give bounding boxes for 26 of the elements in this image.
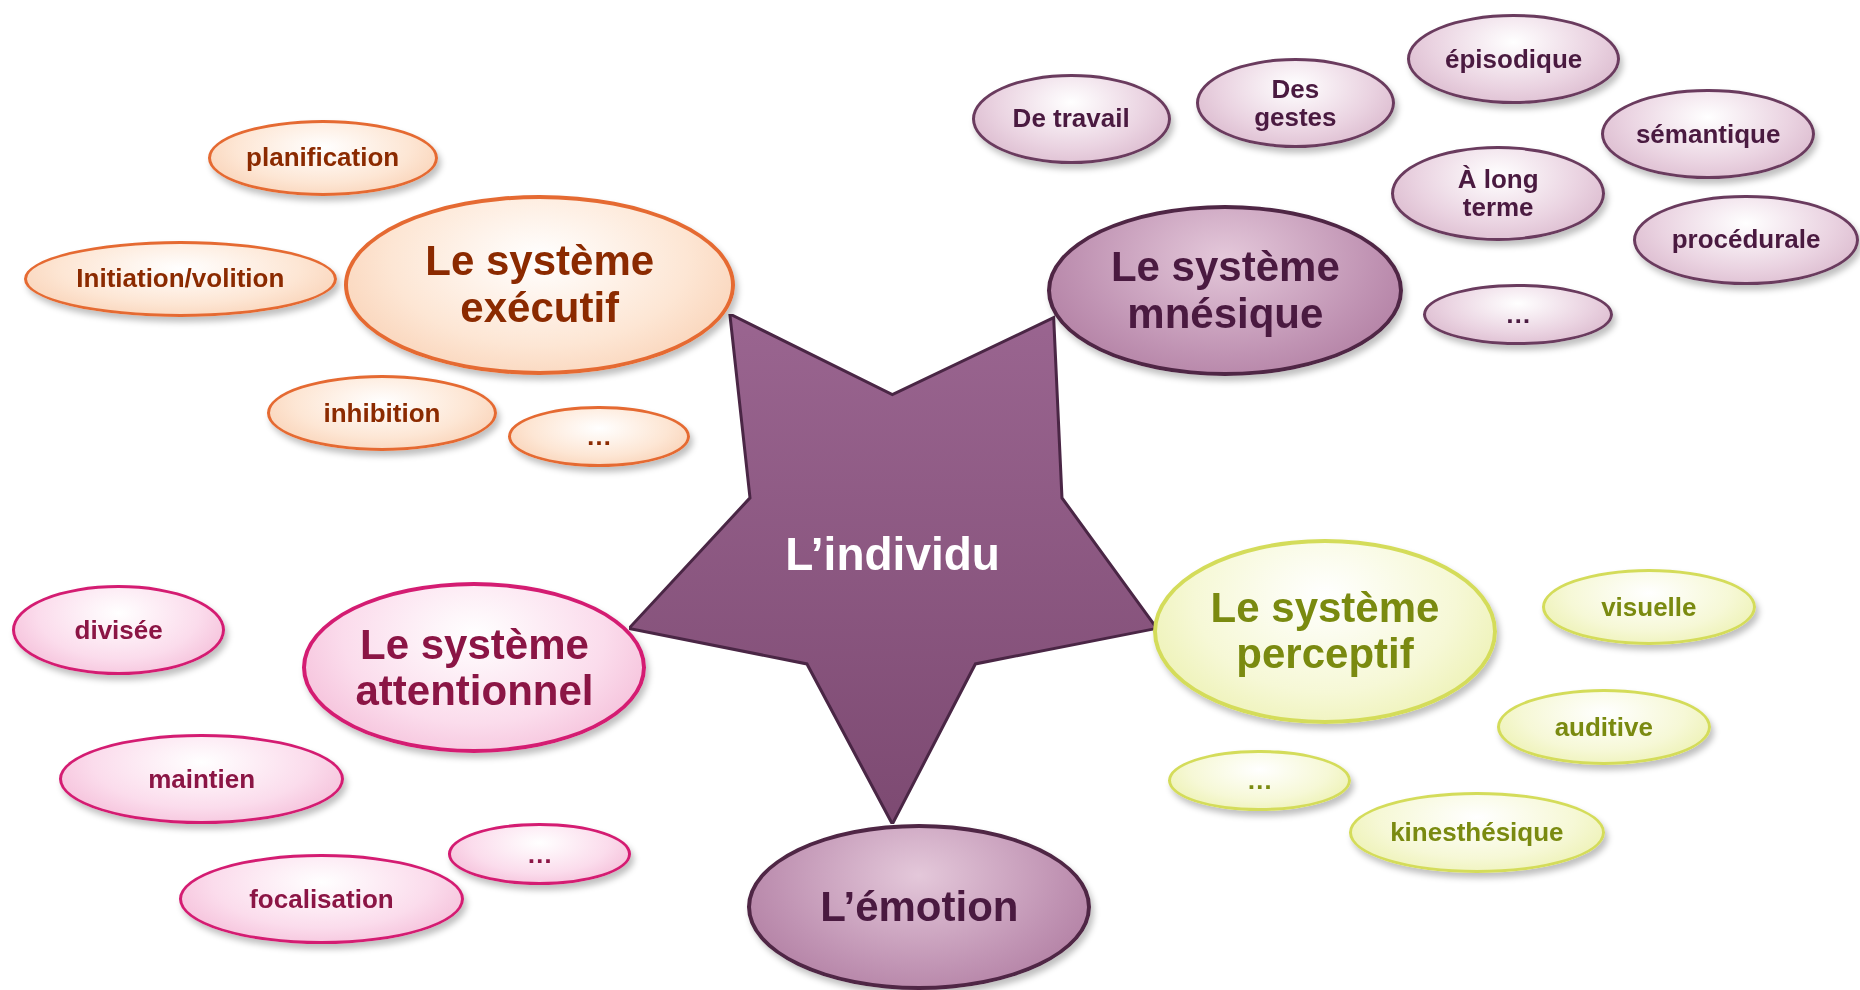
node-label: Le système perceptif [1209, 584, 1441, 678]
node-label: Initiation/volition [76, 264, 285, 294]
node-label: kinesthésique [1390, 818, 1564, 847]
node-label: inhibition [323, 398, 441, 428]
ellipse-node [448, 823, 632, 885]
node-label: épisodique [1445, 45, 1583, 74]
node-label: Le système attentionnel [354, 621, 595, 714]
node-label: L’individu [785, 529, 1000, 580]
node-label: … [1505, 300, 1532, 329]
node-label: focalisation [249, 884, 394, 914]
node-label: auditive [1554, 712, 1653, 742]
node-label: L’émotion [820, 884, 1019, 931]
node-label: sémantique [1635, 119, 1781, 149]
node-label: À long terme [1456, 164, 1540, 222]
node-label: … [1246, 766, 1273, 795]
node-label: procédurale [1671, 225, 1821, 254]
node-label: maintien [148, 765, 256, 794]
node-label: De travail [1012, 104, 1130, 133]
node-label: Le système mnésique [1109, 244, 1341, 337]
node-label: … [526, 839, 553, 869]
node-label: … [586, 422, 613, 451]
node-label: planification [246, 143, 400, 173]
node-label: divisée [74, 615, 163, 645]
node-label: visuelle [1601, 593, 1697, 622]
node-label: Des gestes [1253, 74, 1338, 132]
node-label: Le système exécutif [424, 238, 656, 331]
